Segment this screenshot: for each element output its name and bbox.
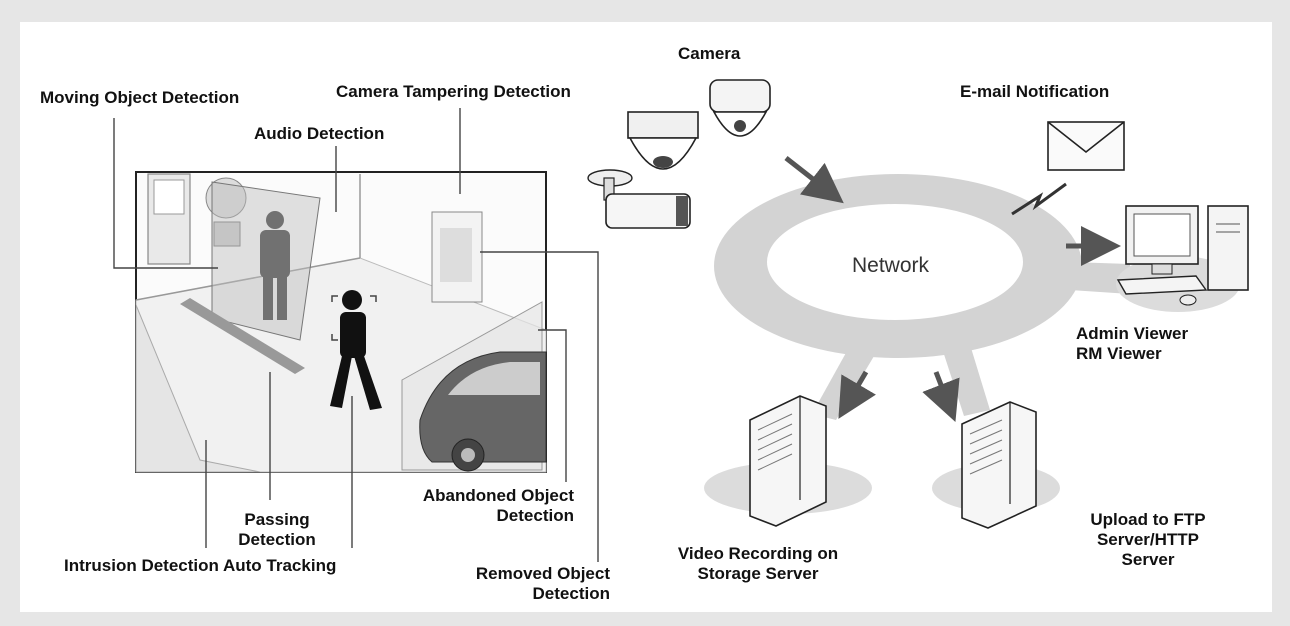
abandoned-line-2: Detection bbox=[496, 506, 574, 525]
detection-plane bbox=[211, 181, 321, 341]
callout-lines bbox=[113, 108, 599, 562]
admin-viewer-line-1: Admin Viewer bbox=[1076, 324, 1189, 343]
network-to-storage-arrow bbox=[838, 370, 876, 419]
bullet-camera-icon bbox=[587, 169, 691, 229]
storage-server-icon bbox=[749, 395, 827, 527]
intrusion-label: Intrusion Detection Auto Tracking bbox=[64, 556, 337, 575]
network-ring-inner bbox=[767, 204, 1023, 320]
admin-viewer-label: Admin Viewer RM Viewer bbox=[1076, 324, 1188, 364]
passing-line-2: Detection bbox=[238, 530, 316, 549]
network-to-ftp-arrow bbox=[922, 371, 960, 422]
upload-line-1: Upload to FTP bbox=[1090, 510, 1206, 529]
lightning-icon bbox=[1011, 182, 1067, 216]
upload-ftp-label: Upload to FTP Server/HTTP Server bbox=[1078, 510, 1218, 570]
network-spoke bbox=[1070, 262, 1130, 294]
plant-leaves bbox=[205, 177, 247, 219]
person-silhouette bbox=[330, 290, 382, 410]
video-recording-line-2: Storage Server bbox=[697, 564, 819, 583]
abandoned-line-1: Abandoned Object bbox=[422, 486, 574, 505]
abandoned-callout bbox=[538, 329, 567, 482]
tracking-box bbox=[331, 295, 377, 341]
ftp-server-icon bbox=[961, 401, 1037, 529]
wall-painting-inner bbox=[440, 228, 472, 282]
camera-to-network-arrow bbox=[784, 156, 844, 204]
removed-callout bbox=[480, 251, 599, 562]
flow-arrows bbox=[784, 156, 1121, 422]
surveillance-scene bbox=[135, 171, 547, 473]
passing-line-1: Passing bbox=[244, 510, 310, 529]
removed-line-2: Detection bbox=[532, 584, 610, 603]
person-silhouette bbox=[260, 211, 290, 320]
video-recording-line-1: Video Recording on bbox=[677, 544, 839, 563]
admin-viewer-line-2: RM Viewer bbox=[1076, 344, 1162, 363]
video-recording-label: Video Recording on Storage Server bbox=[654, 544, 862, 584]
envelope-icon bbox=[1047, 121, 1125, 171]
abandoned-object-label: Abandoned Object Detection bbox=[392, 486, 574, 526]
moving-object-callout bbox=[113, 118, 218, 269]
plant-pot bbox=[213, 221, 241, 247]
computer-icon bbox=[1116, 205, 1249, 306]
audio-label: Audio Detection bbox=[254, 124, 385, 143]
passing-line bbox=[180, 298, 305, 374]
network-label: Network bbox=[852, 254, 930, 277]
camera-label: Camera bbox=[678, 44, 741, 63]
moving-object-label: Moving Object Detection bbox=[40, 88, 240, 107]
upload-line-3: Server bbox=[1121, 550, 1175, 569]
email-label: E-mail Notification bbox=[960, 82, 1110, 101]
camera-tampering-label: Camera Tampering Detection bbox=[336, 82, 571, 101]
car bbox=[419, 351, 547, 472]
dome-camera-icon bbox=[627, 111, 699, 170]
wall-line bbox=[135, 257, 361, 301]
removed-line-1: Removed Object bbox=[475, 564, 610, 583]
intrusion-area bbox=[135, 304, 261, 473]
ptz-camera-icon bbox=[709, 79, 771, 137]
network-spoke bbox=[940, 338, 990, 416]
upload-line-2: Server/HTTP bbox=[1096, 530, 1200, 549]
passing-detection-label: Passing Detection bbox=[232, 510, 322, 550]
removed-object-label: Removed Object Detection bbox=[448, 564, 610, 604]
vending-window bbox=[153, 179, 185, 215]
